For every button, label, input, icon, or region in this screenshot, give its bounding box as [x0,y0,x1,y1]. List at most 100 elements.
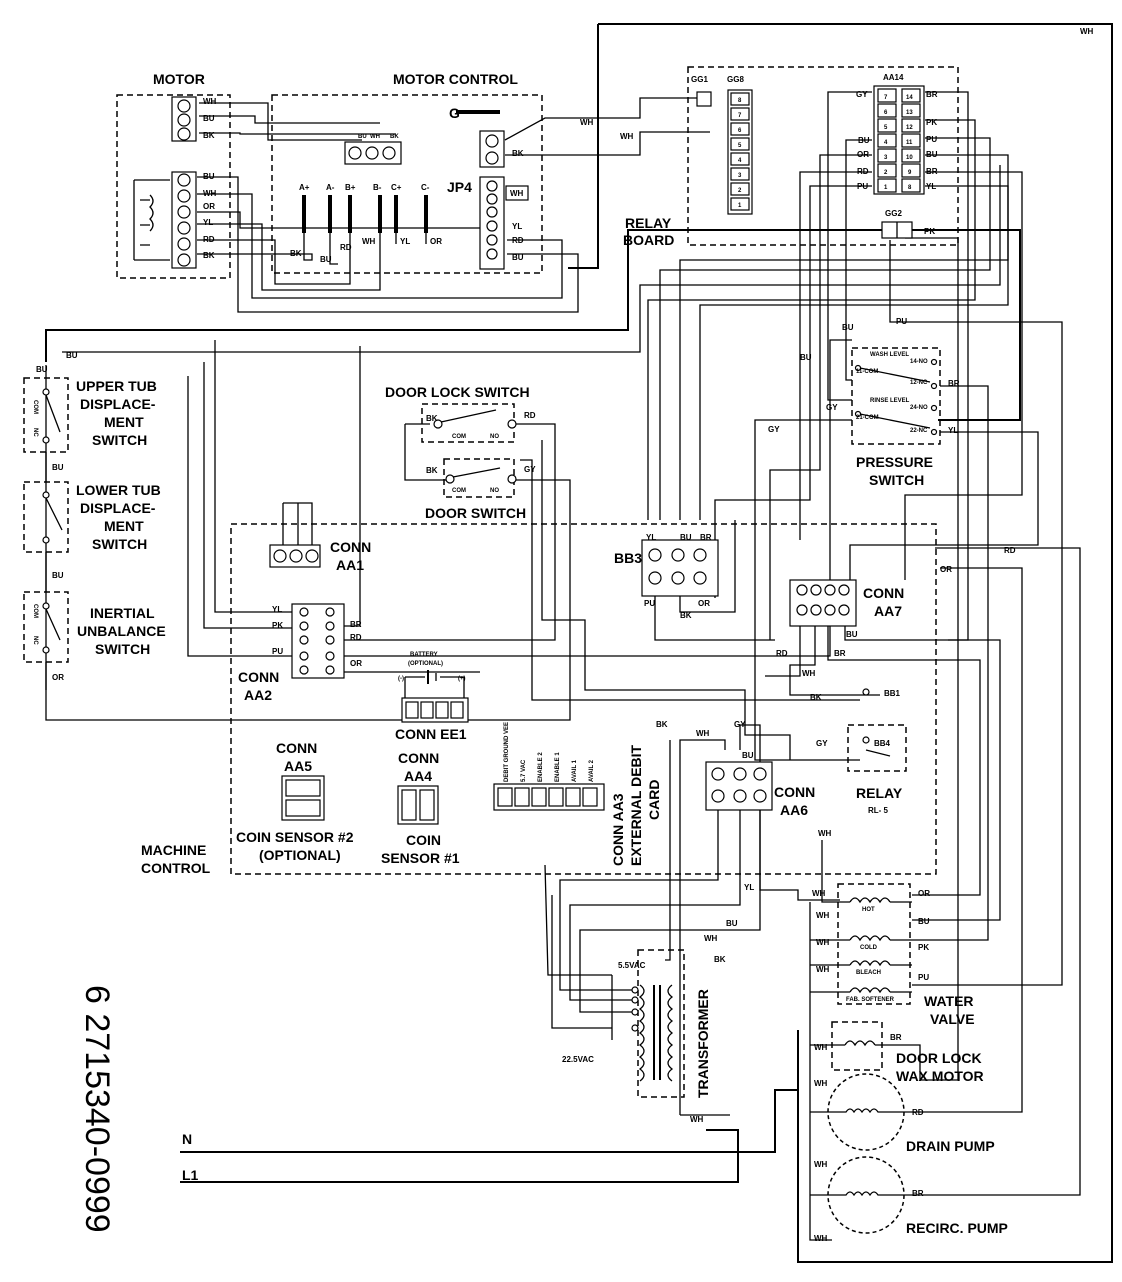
v55-label: 5.5VAC [618,961,646,970]
wire-color-tags: WH WH BU BK BU WH OR YL RD BK WH BU BK B… [36,27,1094,1243]
wire-tag: PK [926,118,937,127]
lower-tub-label-1: LOWER TUB [76,482,161,498]
pressure-14-no: 14-NO [910,359,928,365]
machine-control-label-2: CONTROL [141,860,211,876]
wire-tag: WH [814,1160,828,1169]
wire-tag: BR [890,1033,902,1042]
motor-label: MOTOR [153,71,205,87]
pressure-22-nc: 22-NC [910,428,928,434]
inertial-label-2: UNBALANCE [77,623,166,639]
conn-aa6-label-1: CONN [774,784,815,800]
door-switch-com: COM [452,488,466,494]
bb1-label: BB1 [884,689,901,698]
wire-tag: BK [810,693,822,702]
wire-tag: BR [926,167,938,176]
inertial-nc: NC [32,636,38,645]
debit-pin-5: AVAIL 1 [572,759,578,782]
wire-tag: WH [620,132,634,141]
wire-tag: PK [924,227,935,236]
wire-tag: PK [918,943,929,952]
wire-tag: OR [857,150,869,159]
wire-tag: WH [814,1234,828,1243]
debit-pin-6: AVAIL 2 [589,759,595,782]
conn-aa7-label-1: CONN [863,585,904,601]
relay-board-label-2: BOARD [623,232,674,248]
wire-tag: OR [940,565,952,574]
rinse-level-label: RINSE LEVEL [870,398,910,404]
aa14-pin-2: 2 [884,170,888,176]
wire-tag: RD [340,243,352,252]
wire-tag: WH [812,889,826,898]
conn-aa2-label-1: CONN [238,669,279,685]
battery-label-1: BATTERY [410,652,438,658]
door-switch-label: DOOR SWITCH [425,505,526,521]
wire-tag: BK [714,955,726,964]
wire-tag: RD [512,236,524,245]
conn-aa5-label-2: AA5 [284,758,312,774]
wire-tag: GY [826,403,838,412]
wire-tag: BU [680,533,692,542]
wire-tag: BR [926,90,938,99]
aa14-pin-7: 7 [884,95,888,101]
wire-tag: WH [704,934,718,943]
relay-rl5-label-2: RL- 5 [868,806,889,815]
aa14-pins [877,88,921,193]
wire-tag: BU [358,134,367,140]
wire-tag: YL [926,182,936,191]
wire-tag: OR [698,599,710,608]
wire-tag: YL [646,533,656,542]
door-lock-no: NO [490,434,499,440]
wire-tag: WH [814,1043,828,1052]
wire-tag: BU [742,751,754,760]
wire-tag: PU [926,135,937,144]
aa14-pin-5: 5 [884,125,888,131]
motor-term-a-plus: A+ [299,183,310,192]
gg1-label: GG1 [691,75,708,84]
pressure-21-com: 21-COM [856,415,879,421]
aa14-pin-11: 11 [906,140,913,146]
aa14-pin-12: 12 [906,125,913,131]
wire-tag: YL [744,883,754,892]
gg8-pin-7: 7 [738,113,742,119]
wire-tag: BU [36,365,48,374]
wire-tag: BU [203,114,215,123]
wire-tag: WH [362,237,376,246]
wire-tag: BK [426,466,438,475]
relay-rl5-label-1: RELAY [856,785,903,801]
wire-tag: BU [842,323,854,332]
wire-tag: BU [846,630,858,639]
coin-sensor-1-label-1: COIN [406,832,441,848]
motor-term-b-plus: B+ [345,183,356,192]
aa14-pin-4: 4 [884,140,888,146]
transformer-label: TRANSFORMER [695,989,711,1098]
wire-tag: RD [203,235,215,244]
wire-tag: BU [203,172,215,181]
wire-tag: WH [816,965,830,974]
lower-tub-label-4: SWITCH [92,536,147,552]
wire-tag: BK [203,131,215,140]
wire-tag: BU [800,353,812,362]
pressure-switch-contacts [854,358,938,436]
wire-tag: RD [912,1108,924,1117]
wire-tag: WH [814,1079,828,1088]
wire-tag: RD [524,411,536,420]
wire-tag: PK [272,621,283,630]
relay-board-label-1: RELAY [625,215,672,231]
relay-rl5 [862,688,891,757]
wire-tag: WH [802,669,816,678]
upper-tub-label-1: UPPER TUB [76,378,157,394]
conn-aa4-label-2: AA4 [404,768,432,784]
wire-tag: WH [203,189,217,198]
wire-tag: RD [857,167,869,176]
wire-tag: WH [370,134,380,140]
wire-tag: BK [680,611,692,620]
wire-tag: YL [400,237,410,246]
battery-minus: (-) [398,676,404,682]
door-lock-wax-label-1: DOOR LOCK [896,1050,982,1066]
lower-tub-label-3: MENT [104,518,144,534]
gg8-pin-2: 2 [738,188,742,194]
pressure-24-no: 24-NO [910,405,928,411]
debit-pin-2: 5.7 VAC [521,759,527,782]
gg8-pin-1: 1 [738,203,742,209]
